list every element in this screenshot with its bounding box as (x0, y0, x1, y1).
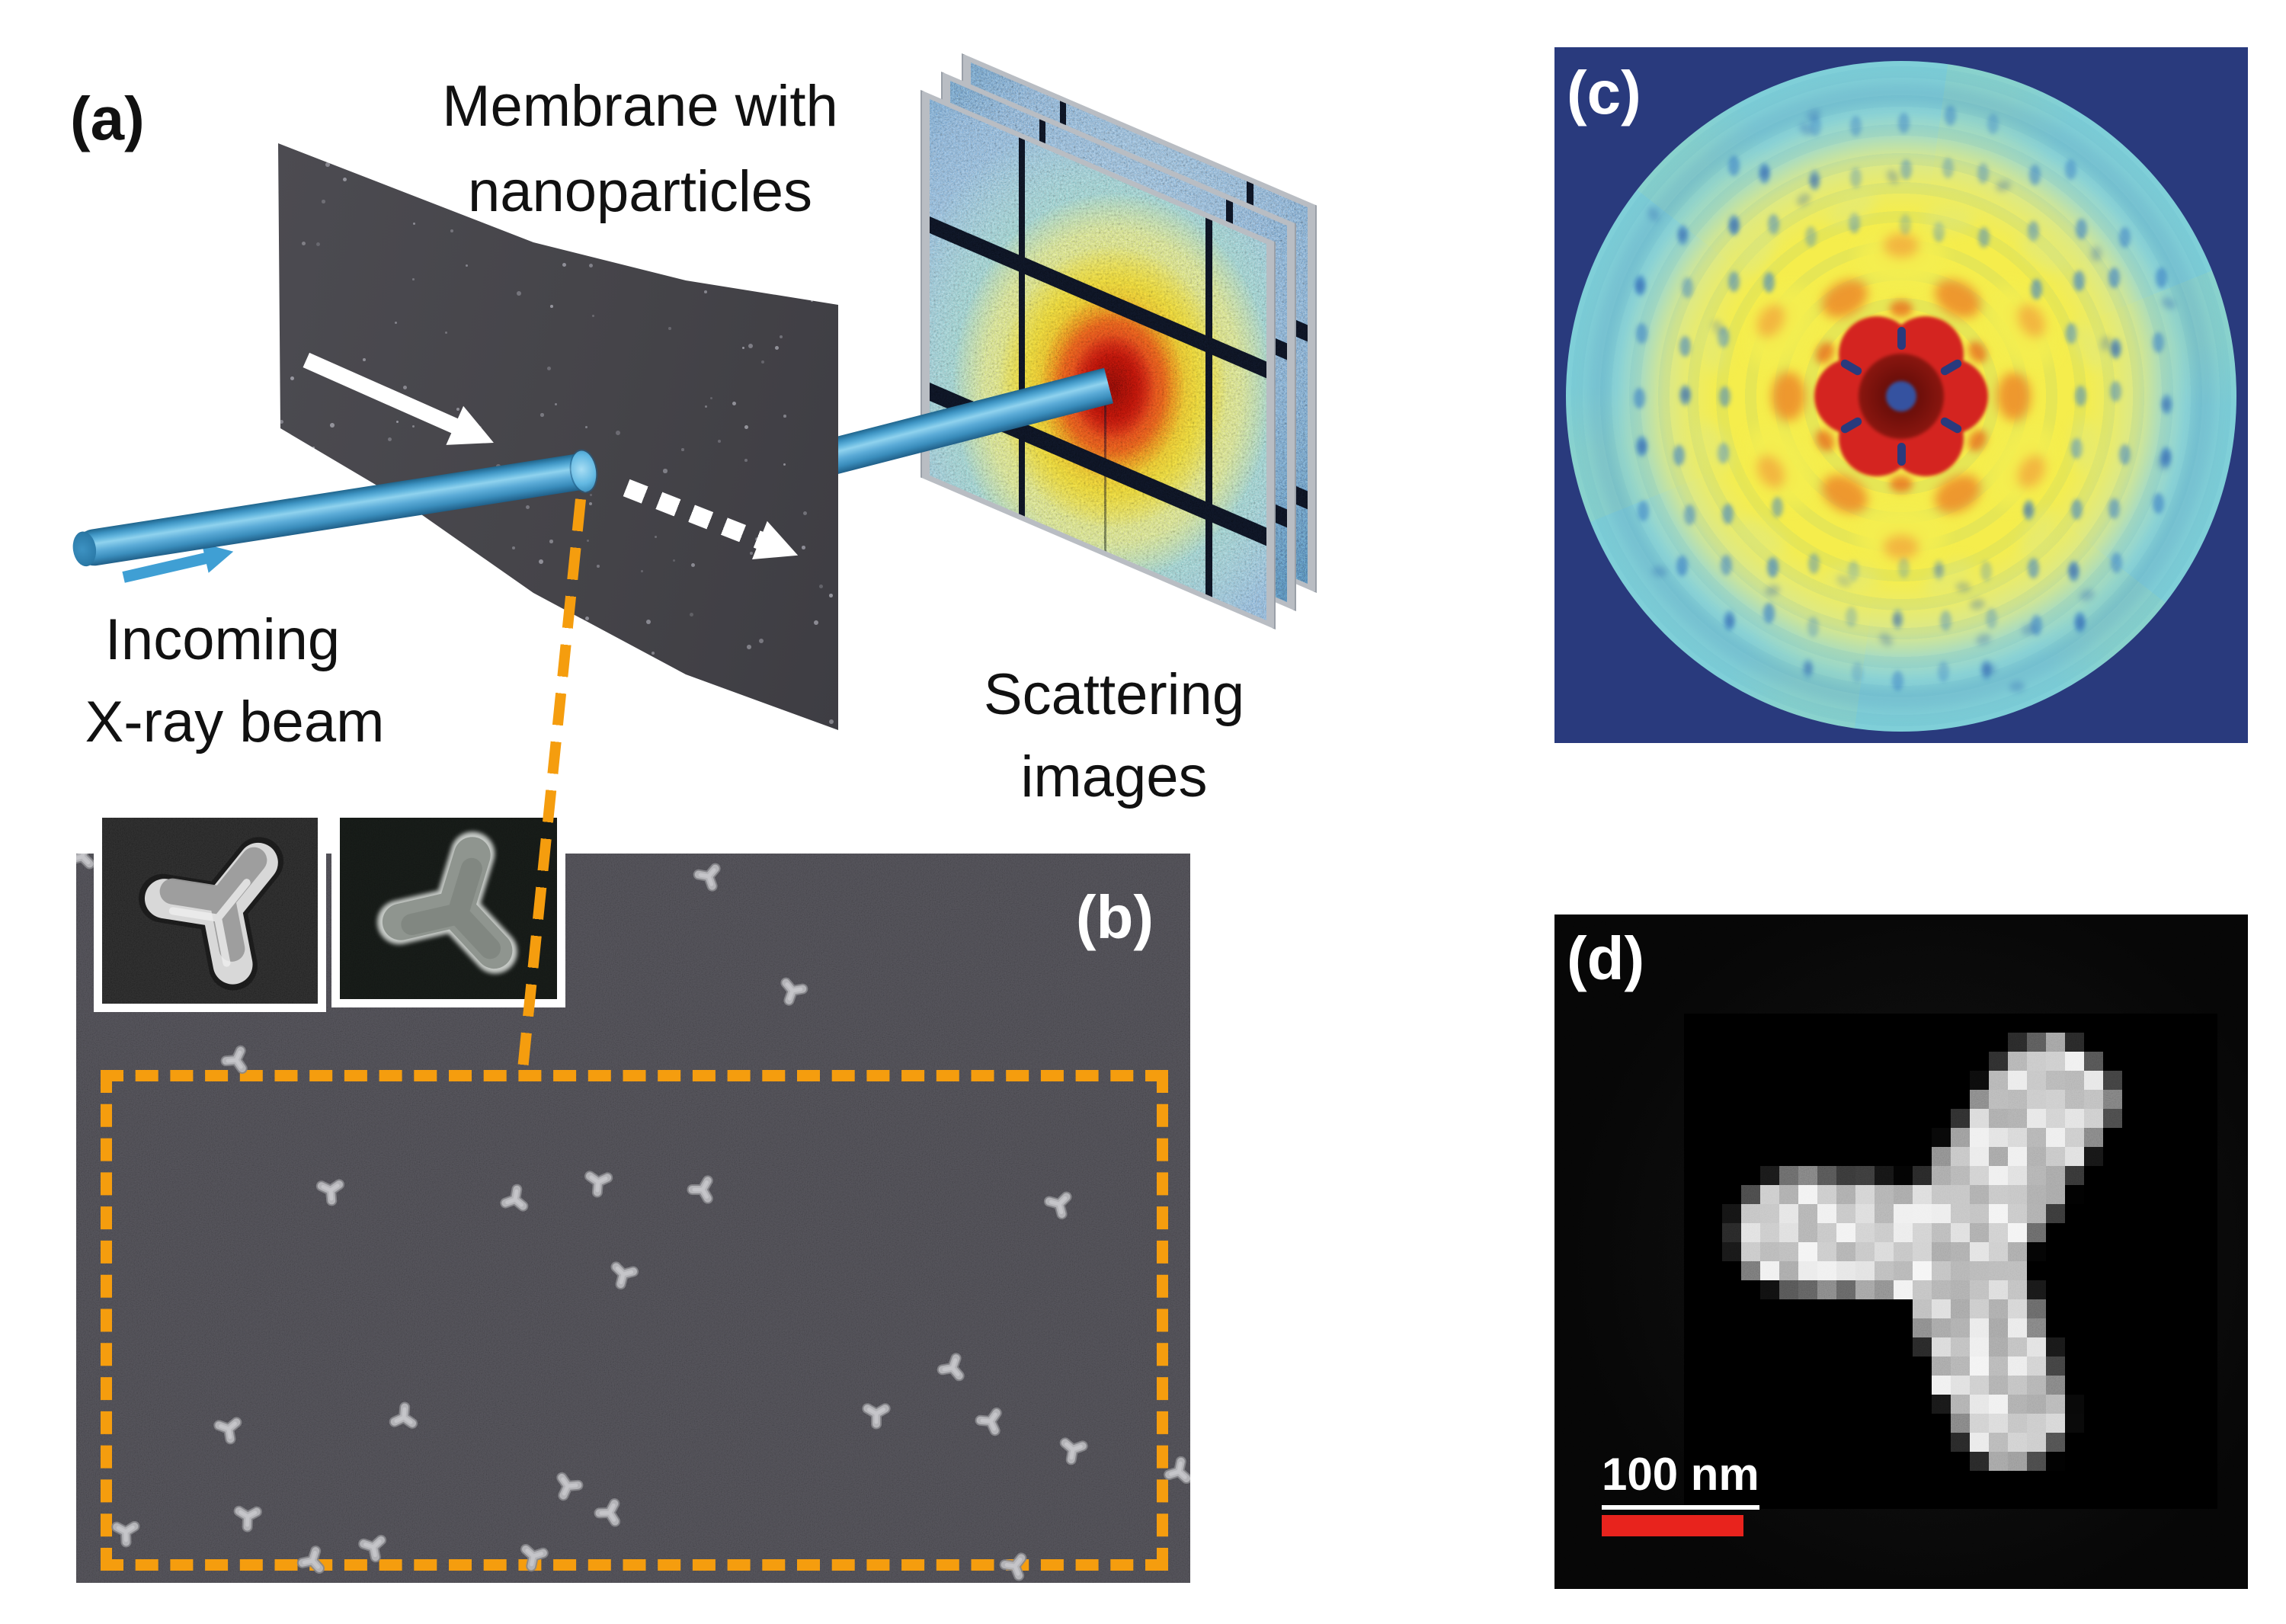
nanoparticle (315, 1179, 345, 1206)
nanoparticle (520, 1543, 549, 1572)
nanoparticle (111, 1520, 140, 1548)
scale-bar (1602, 1515, 1743, 1536)
panel-a-label: (a) (70, 85, 145, 152)
nanoparticle (296, 1546, 325, 1574)
nanoparticle (76, 854, 95, 870)
sem-inset-tilted-view (94, 809, 326, 1012)
reconstructed-particle-panel: 100 nm (d) (1554, 915, 2248, 1589)
nanoparticle (220, 1045, 248, 1075)
nanoparticle (1164, 1456, 1190, 1484)
detector-stack (876, 30, 1410, 716)
scale-bar-text: 100 nm (1602, 1448, 1759, 1510)
nanoparticle (693, 863, 721, 892)
simulated-scattering-pattern: (c) (1554, 47, 2248, 743)
nanoparticle (780, 977, 808, 1006)
membrane-sheet (278, 143, 838, 730)
detector-caption-line2: images (1020, 745, 1208, 809)
nanoparticle (936, 1353, 965, 1382)
nanoparticle (556, 1472, 584, 1501)
nanoparticle (862, 1403, 891, 1430)
membrane-caption-line2: nanoparticles (467, 159, 813, 224)
nanoparticle (687, 1175, 713, 1204)
panel-c-label: (c) (1567, 59, 1641, 127)
beam-caption-line1: Incoming (104, 607, 341, 672)
nanoparticle (358, 1534, 387, 1563)
detector-caption-line1: Scattering (983, 662, 1245, 727)
membrane-caption-line1: Membrane with (442, 74, 838, 139)
nanoparticle (389, 1401, 418, 1429)
nanoparticle (610, 1261, 639, 1290)
panel-d-label: (d) (1567, 924, 1645, 992)
beam-end-cap-left (70, 530, 99, 569)
nanoparticle (1043, 1191, 1072, 1220)
nanoparticle (233, 1505, 262, 1533)
nanoparticle (1059, 1437, 1088, 1465)
nanoparticle (584, 1171, 613, 1198)
nanoparticle-layer (76, 854, 1190, 1581)
nanoparticle (999, 1552, 1027, 1581)
panel-b-label: (b) (1075, 883, 1154, 951)
beam-caption-line2: X-ray beam (85, 690, 385, 754)
nanoparticle (213, 1417, 242, 1445)
nanoparticle (975, 1407, 1002, 1437)
nanoparticle (594, 1498, 621, 1527)
reconstructed-particle-image (1684, 1014, 2217, 1509)
highlight-region-box (101, 1070, 1168, 1571)
nanoparticle (500, 1184, 529, 1212)
sem-overview-image: (b) (76, 809, 1190, 1583)
